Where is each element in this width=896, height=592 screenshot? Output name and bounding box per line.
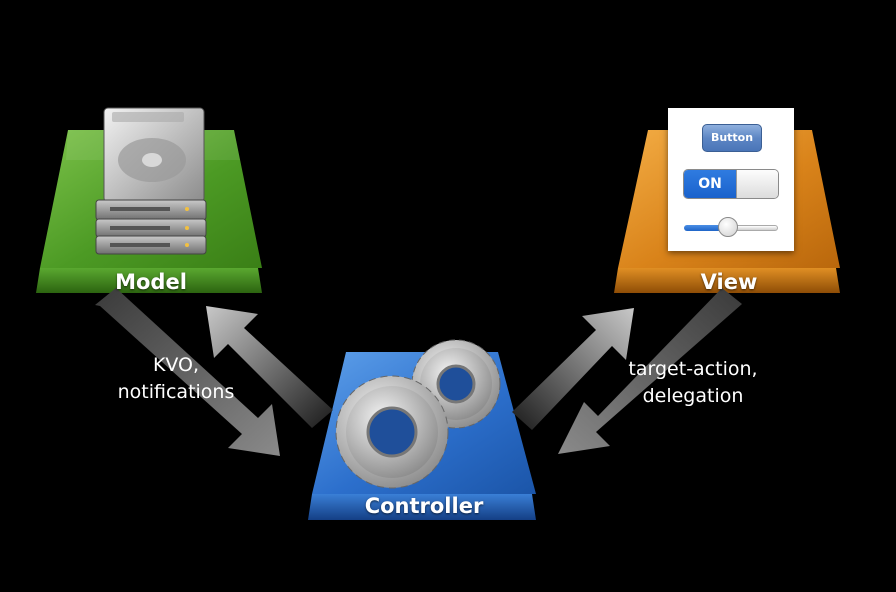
sample-switch[interactable]: ON [683, 169, 779, 199]
controller-label: Controller [364, 494, 484, 518]
right-edge-label-line2: delegation [642, 385, 744, 407]
right-edge-label-line1: target-action, [628, 358, 758, 380]
right-edge-label: target-action, delegation [608, 356, 778, 410]
sample-slider[interactable] [684, 217, 778, 237]
arrow-model-to-controller [95, 288, 280, 456]
arrow-view-to-controller [558, 288, 742, 454]
switch-knob [736, 170, 778, 198]
arrow-controller-to-view [512, 308, 634, 430]
left-edge-label-line2: notifications [117, 381, 235, 403]
switch-on-label: ON [684, 170, 736, 198]
sample-button[interactable]: Button [702, 124, 762, 152]
hard-drive-icon [95, 107, 207, 255]
slider-fill [684, 225, 728, 231]
gears-icon [335, 339, 501, 489]
arrow-controller-to-model [206, 306, 333, 428]
view-widgets-panel: Button ON [668, 108, 794, 251]
slider-thumb[interactable] [718, 217, 738, 237]
model-label: Model [115, 270, 187, 294]
left-edge-label: KVO, notifications [96, 352, 256, 406]
left-edge-label-line1: KVO, [152, 354, 200, 376]
view-label: View [700, 270, 758, 294]
